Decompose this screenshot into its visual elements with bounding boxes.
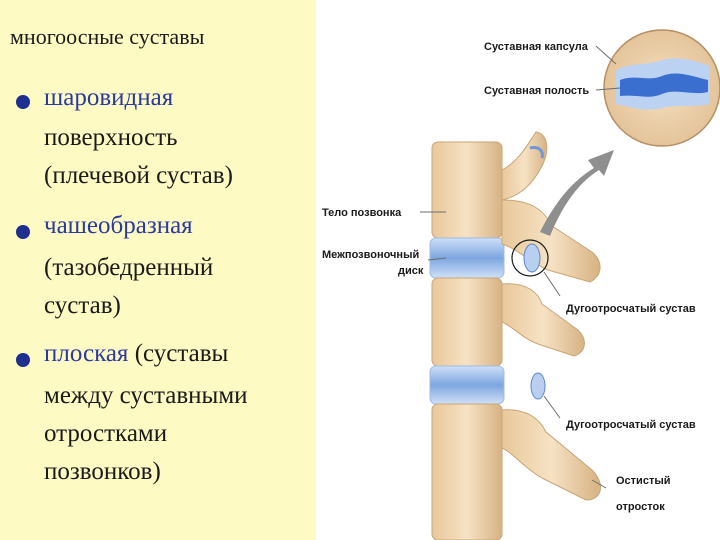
leader-facet-1	[543, 271, 561, 297]
label-spinous-line2: отросток	[616, 501, 665, 513]
leader-lines	[420, 45, 621, 489]
label-spinous-line1: Остистый	[616, 475, 670, 487]
bullet-3-lead-line: плоская (суставы	[44, 340, 228, 368]
highlight-circle	[511, 239, 549, 277]
magnified-cavity	[620, 73, 708, 97]
leader-spinous	[591, 479, 607, 489]
bullet-3-line-2: между суставными	[44, 382, 248, 409]
bullet-3-lead: плоская	[44, 340, 129, 367]
vertebral-body-middle	[431, 277, 503, 367]
label-disc-line1: Межпозвоночный	[322, 249, 419, 261]
leader-facet-2	[543, 395, 561, 419]
leader-cavity	[595, 87, 621, 91]
slide-title: многоосные суставы	[10, 24, 205, 49]
label-facet-joint-2: Дугоотросчатый сустав	[566, 419, 696, 431]
label-vertebral-body: Тело позвонка	[322, 207, 402, 219]
bullet-marker-3	[16, 353, 30, 367]
vertebral-body-bottom	[431, 403, 503, 540]
bullet-1-line-3: (плечевой сустав)	[44, 162, 233, 189]
facet-joint-upper	[523, 243, 541, 273]
vertebral-column	[429, 141, 505, 540]
posterior-elements	[501, 131, 601, 501]
magnified-joint	[603, 29, 720, 147]
lower-arch	[501, 409, 601, 501]
leader-disc	[427, 257, 447, 261]
zoom-arrow	[540, 150, 614, 236]
bullet-1-line-2: поверхность	[44, 124, 178, 151]
vertebral-body-top	[431, 141, 503, 239]
upper-arch	[501, 199, 601, 283]
label-disc-line2: диск	[398, 265, 424, 277]
spine-joint-diagram: Суставная капсула Суставная полость Тело…	[322, 29, 720, 540]
bullet-2-line-2: (тазобедренный	[44, 254, 214, 281]
bullet-3-line-4: позвонков)	[44, 458, 161, 485]
bullet-1-lead: шаровидная	[44, 84, 174, 111]
bullet-3-line-3: отростками	[44, 420, 168, 447]
upper-articular-process	[501, 131, 548, 201]
middle-arch	[501, 283, 585, 357]
leader-capsule	[595, 45, 617, 65]
upper-facet-cartilage	[529, 146, 544, 159]
label-facet-joint-1: Дугоотросчатый сустав	[566, 303, 696, 315]
bullet-2-line-3: сустав)	[44, 292, 121, 319]
facet-joint-lower	[530, 372, 546, 400]
bullet-3-lead-tail: (суставы	[128, 340, 229, 367]
intervertebral-disc-upper	[429, 237, 505, 279]
bullet-2-lead: чашеобразная	[44, 212, 193, 239]
bullet-marker-1	[16, 95, 30, 109]
text-panel: многоосные суставы шаровидная поверхност…	[0, 0, 316, 540]
bullet-marker-2	[16, 225, 30, 239]
label-capsule: Суставная капсула	[484, 41, 589, 53]
intervertebral-disc-lower	[429, 365, 505, 405]
label-cavity: Суставная полость	[484, 85, 589, 97]
